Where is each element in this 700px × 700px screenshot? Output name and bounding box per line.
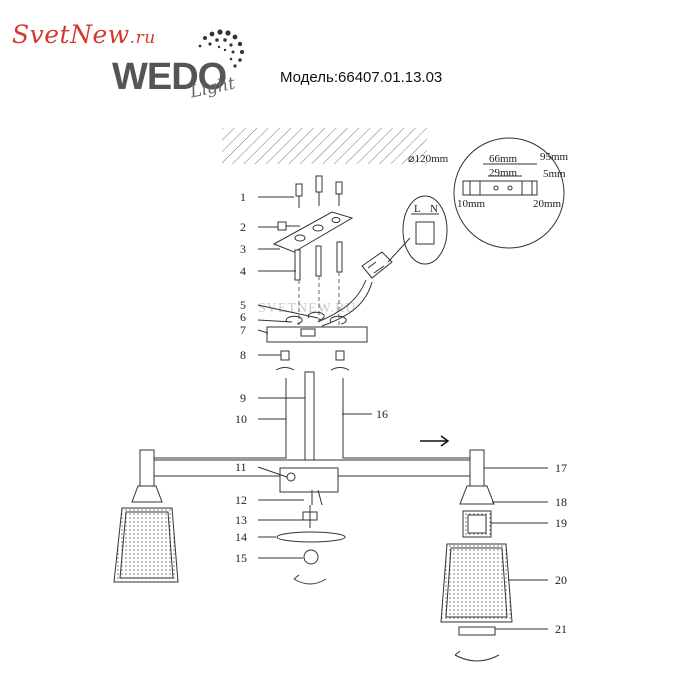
bracket-detail-circle bbox=[453, 137, 565, 249]
part-numbers: 1 2 3 4 5 6 7 8 9 10 11 12 13 14 15 16 1… bbox=[235, 190, 567, 636]
part-number: 10 bbox=[235, 412, 247, 426]
dim-66: 66mm bbox=[489, 153, 518, 165]
right-lamp-parts bbox=[440, 485, 513, 662]
canopy bbox=[266, 311, 368, 343]
terminal-L: L bbox=[414, 203, 421, 215]
part-number: 12 bbox=[235, 493, 247, 507]
terminal-N: N bbox=[430, 203, 438, 215]
mounting-bar bbox=[272, 211, 354, 253]
dim-diameter: ⌀120mm bbox=[408, 153, 449, 165]
part-number: 19 bbox=[555, 516, 567, 530]
central-stem bbox=[154, 371, 470, 473]
dimension-labels: ⌀120mm 66mm 29mm 95mm 5mm 10mm 20mm L N bbox=[408, 151, 569, 215]
part-number: 6 bbox=[240, 310, 246, 324]
part-number: 18 bbox=[555, 495, 567, 509]
part-number: 15 bbox=[235, 551, 247, 565]
part-number: 11 bbox=[235, 460, 247, 474]
dim-10: 10mm bbox=[457, 198, 486, 210]
part-number: 1 bbox=[240, 190, 246, 204]
logo-swirl-icon bbox=[198, 29, 244, 68]
part-number: 5 bbox=[240, 298, 246, 312]
terminal-block bbox=[317, 237, 411, 327]
canopy-nuts bbox=[275, 350, 350, 371]
dim-5: 5mm bbox=[543, 168, 566, 180]
part-number: 2 bbox=[240, 220, 246, 234]
ceiling-hatch bbox=[222, 128, 427, 164]
wiring-detail-circle bbox=[402, 195, 448, 265]
dim-95: 95mm bbox=[540, 151, 569, 163]
dim-29: 29mm bbox=[489, 167, 518, 179]
model-number: Модель:66407.01.13.03 bbox=[280, 69, 443, 86]
mounting-screws bbox=[277, 175, 343, 231]
part-number: 14 bbox=[235, 530, 247, 544]
part-number: 16 bbox=[376, 407, 388, 421]
center-finial bbox=[276, 505, 346, 585]
watermark: SVETNEW.RU bbox=[258, 301, 357, 316]
wedo-logo: WEDO bbox=[112, 56, 227, 98]
leader-lines bbox=[257, 196, 548, 630]
part-number: 3 bbox=[240, 242, 246, 256]
dim-20: 20mm bbox=[533, 198, 562, 210]
part-number: 9 bbox=[240, 391, 246, 405]
svetnew-logo: SvetNew.ru bbox=[12, 20, 156, 49]
part-number: 21 bbox=[555, 622, 567, 636]
part-number: 4 bbox=[240, 264, 246, 278]
part-number: 20 bbox=[555, 573, 567, 587]
part-number: 17 bbox=[555, 461, 567, 475]
part-number: 7 bbox=[240, 323, 246, 337]
part-number: 13 bbox=[235, 513, 247, 527]
left-lamp bbox=[113, 485, 179, 583]
part-number: 8 bbox=[240, 348, 246, 362]
chandelier-arms bbox=[139, 449, 485, 506]
direction-arrow-icon bbox=[420, 435, 450, 447]
